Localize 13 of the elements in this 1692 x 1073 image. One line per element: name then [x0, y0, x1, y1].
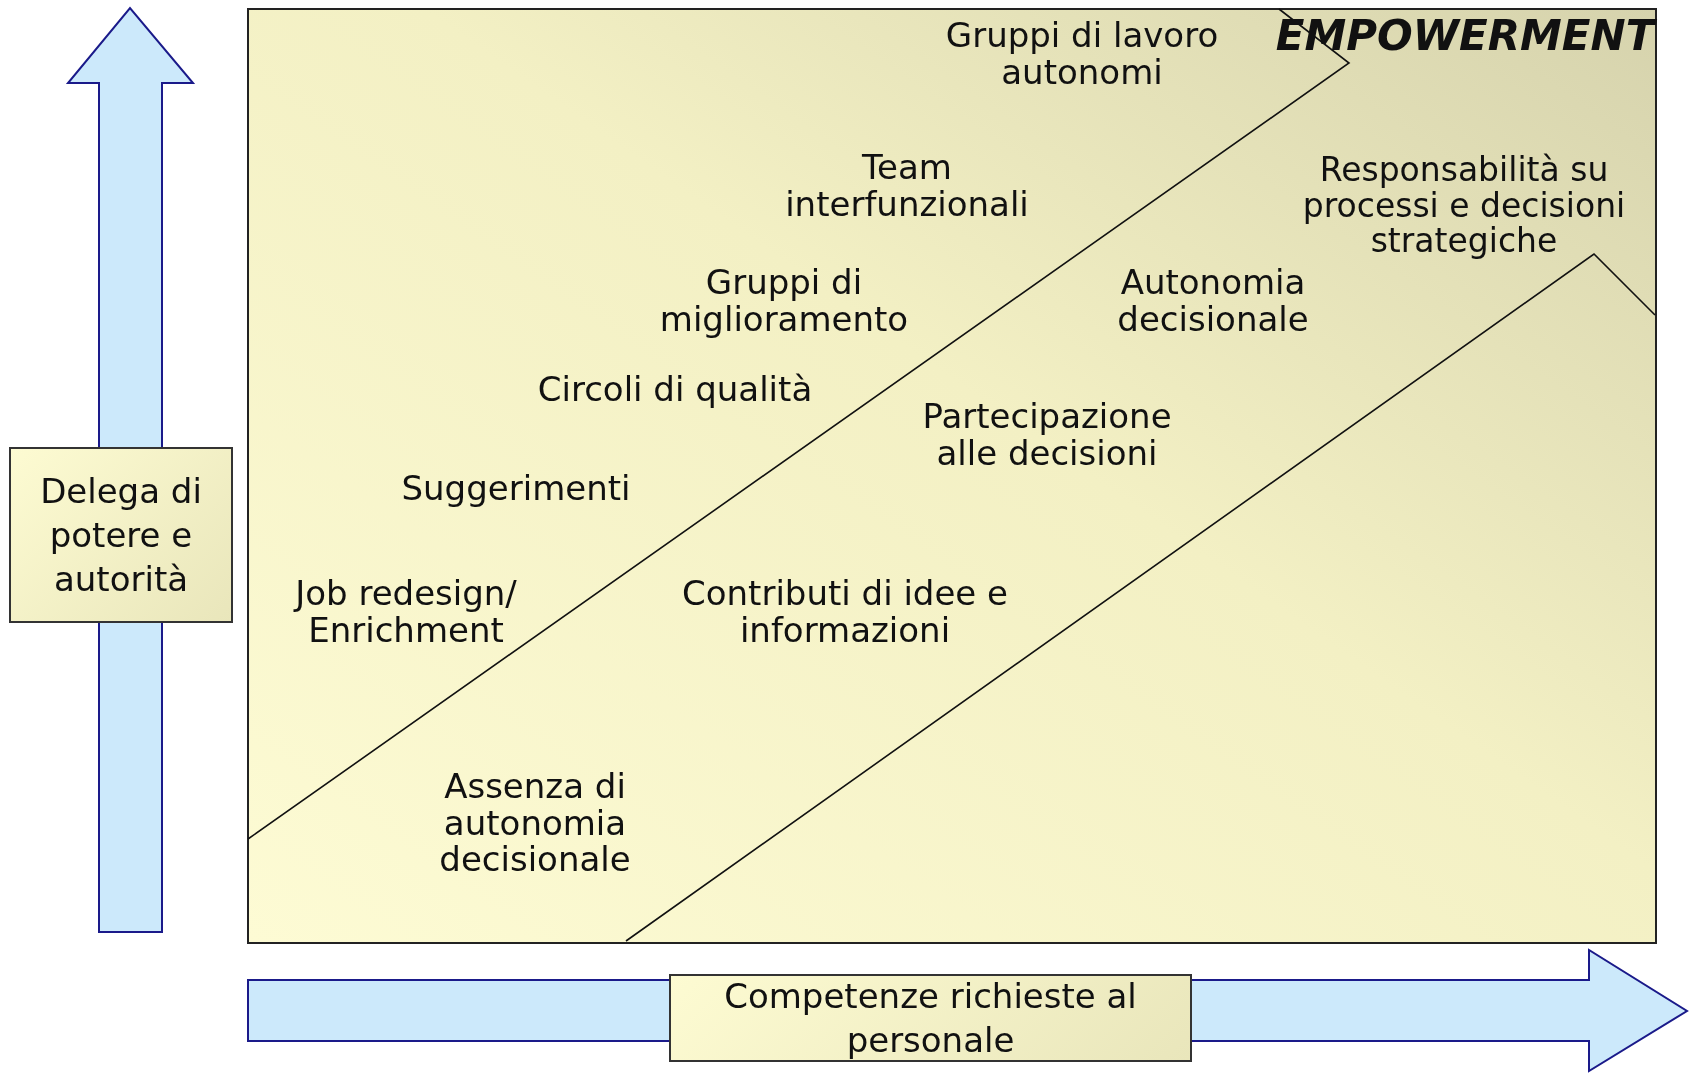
level-label: Job redesign/ Enrichment [292, 575, 518, 649]
level-label: Autonomia decisionale [1116, 264, 1310, 338]
level-label: Responsabilità su processi e decisioni strategiche [1301, 151, 1627, 259]
level-label: Team interfunzionali [784, 149, 1030, 223]
level-label: Contributi di idee e informazioni [681, 575, 1009, 649]
level-label: Suggerimenti [401, 469, 631, 507]
level-label: Partecipazione alle decisioni [921, 398, 1173, 472]
axis-label-box: Delega di potere e autorità [9, 447, 233, 623]
axis-label-box: Competenze richieste al personale [669, 974, 1192, 1062]
level-label: Gruppi di miglioramento [658, 264, 910, 338]
level-label: Circoli di qualità [537, 370, 813, 408]
level-label: Assenza di autonomia decisionale [438, 767, 632, 879]
level-label: Gruppi di lavoro autonomi [944, 17, 1220, 91]
